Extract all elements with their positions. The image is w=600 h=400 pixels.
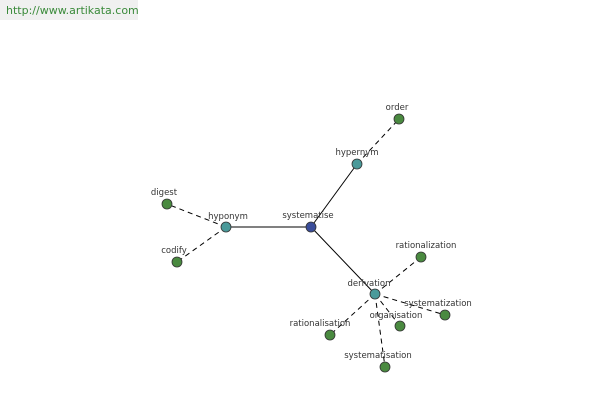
node-hypernym[interactable] <box>351 158 363 170</box>
edge-derivation-rationalization <box>374 256 422 295</box>
node-digest[interactable] <box>161 198 173 210</box>
node-hyponym[interactable] <box>220 221 232 233</box>
site-url-link[interactable]: http://www.artikata.com <box>6 4 139 17</box>
url-banner: http://www.artikata.com <box>0 0 139 20</box>
label-systematisation: systematisation <box>344 351 412 361</box>
edge-systematise-hypernym <box>310 163 358 228</box>
label-rationalization: rationalization <box>396 241 457 251</box>
graph-edges <box>166 118 446 368</box>
node-order[interactable] <box>393 113 405 125</box>
label-hypernym: hypernym <box>335 148 378 158</box>
edge-hyponym-digest <box>166 203 227 228</box>
edge-derivation-systematization <box>374 293 446 316</box>
node-systematization[interactable] <box>439 309 451 321</box>
node-rationalisation[interactable] <box>324 329 336 341</box>
edge-systematise-derivation <box>310 226 376 295</box>
node-rationalization[interactable] <box>415 251 427 263</box>
label-systematise: systematise <box>282 211 333 221</box>
node-codify[interactable] <box>171 256 183 268</box>
label-systematization: systematization <box>404 299 472 309</box>
edge-derivation-systematisation <box>374 293 386 368</box>
label-digest: digest <box>151 188 178 198</box>
edge-derivation-rationalisation <box>329 293 376 336</box>
edge-derivation-organisation <box>374 293 401 327</box>
edge-hyponym-codify <box>176 226 227 263</box>
label-derivation: derivation <box>347 279 390 289</box>
node-derivation[interactable] <box>369 288 381 300</box>
node-systematise[interactable] <box>305 221 317 233</box>
label-codify: codify <box>161 246 187 256</box>
graph-labels: systematise hypernym hyponym derivation orde… <box>151 103 472 361</box>
label-order: order <box>386 103 409 113</box>
graph-nodes <box>161 113 451 373</box>
node-systematisation[interactable] <box>379 361 391 373</box>
label-hyponym: hyponym <box>208 212 248 222</box>
edge-hypernym-order <box>356 118 400 165</box>
label-rationalisation: rationalisation <box>290 319 351 329</box>
node-organisation[interactable] <box>394 320 406 332</box>
label-organisation: organisation <box>370 311 423 321</box>
